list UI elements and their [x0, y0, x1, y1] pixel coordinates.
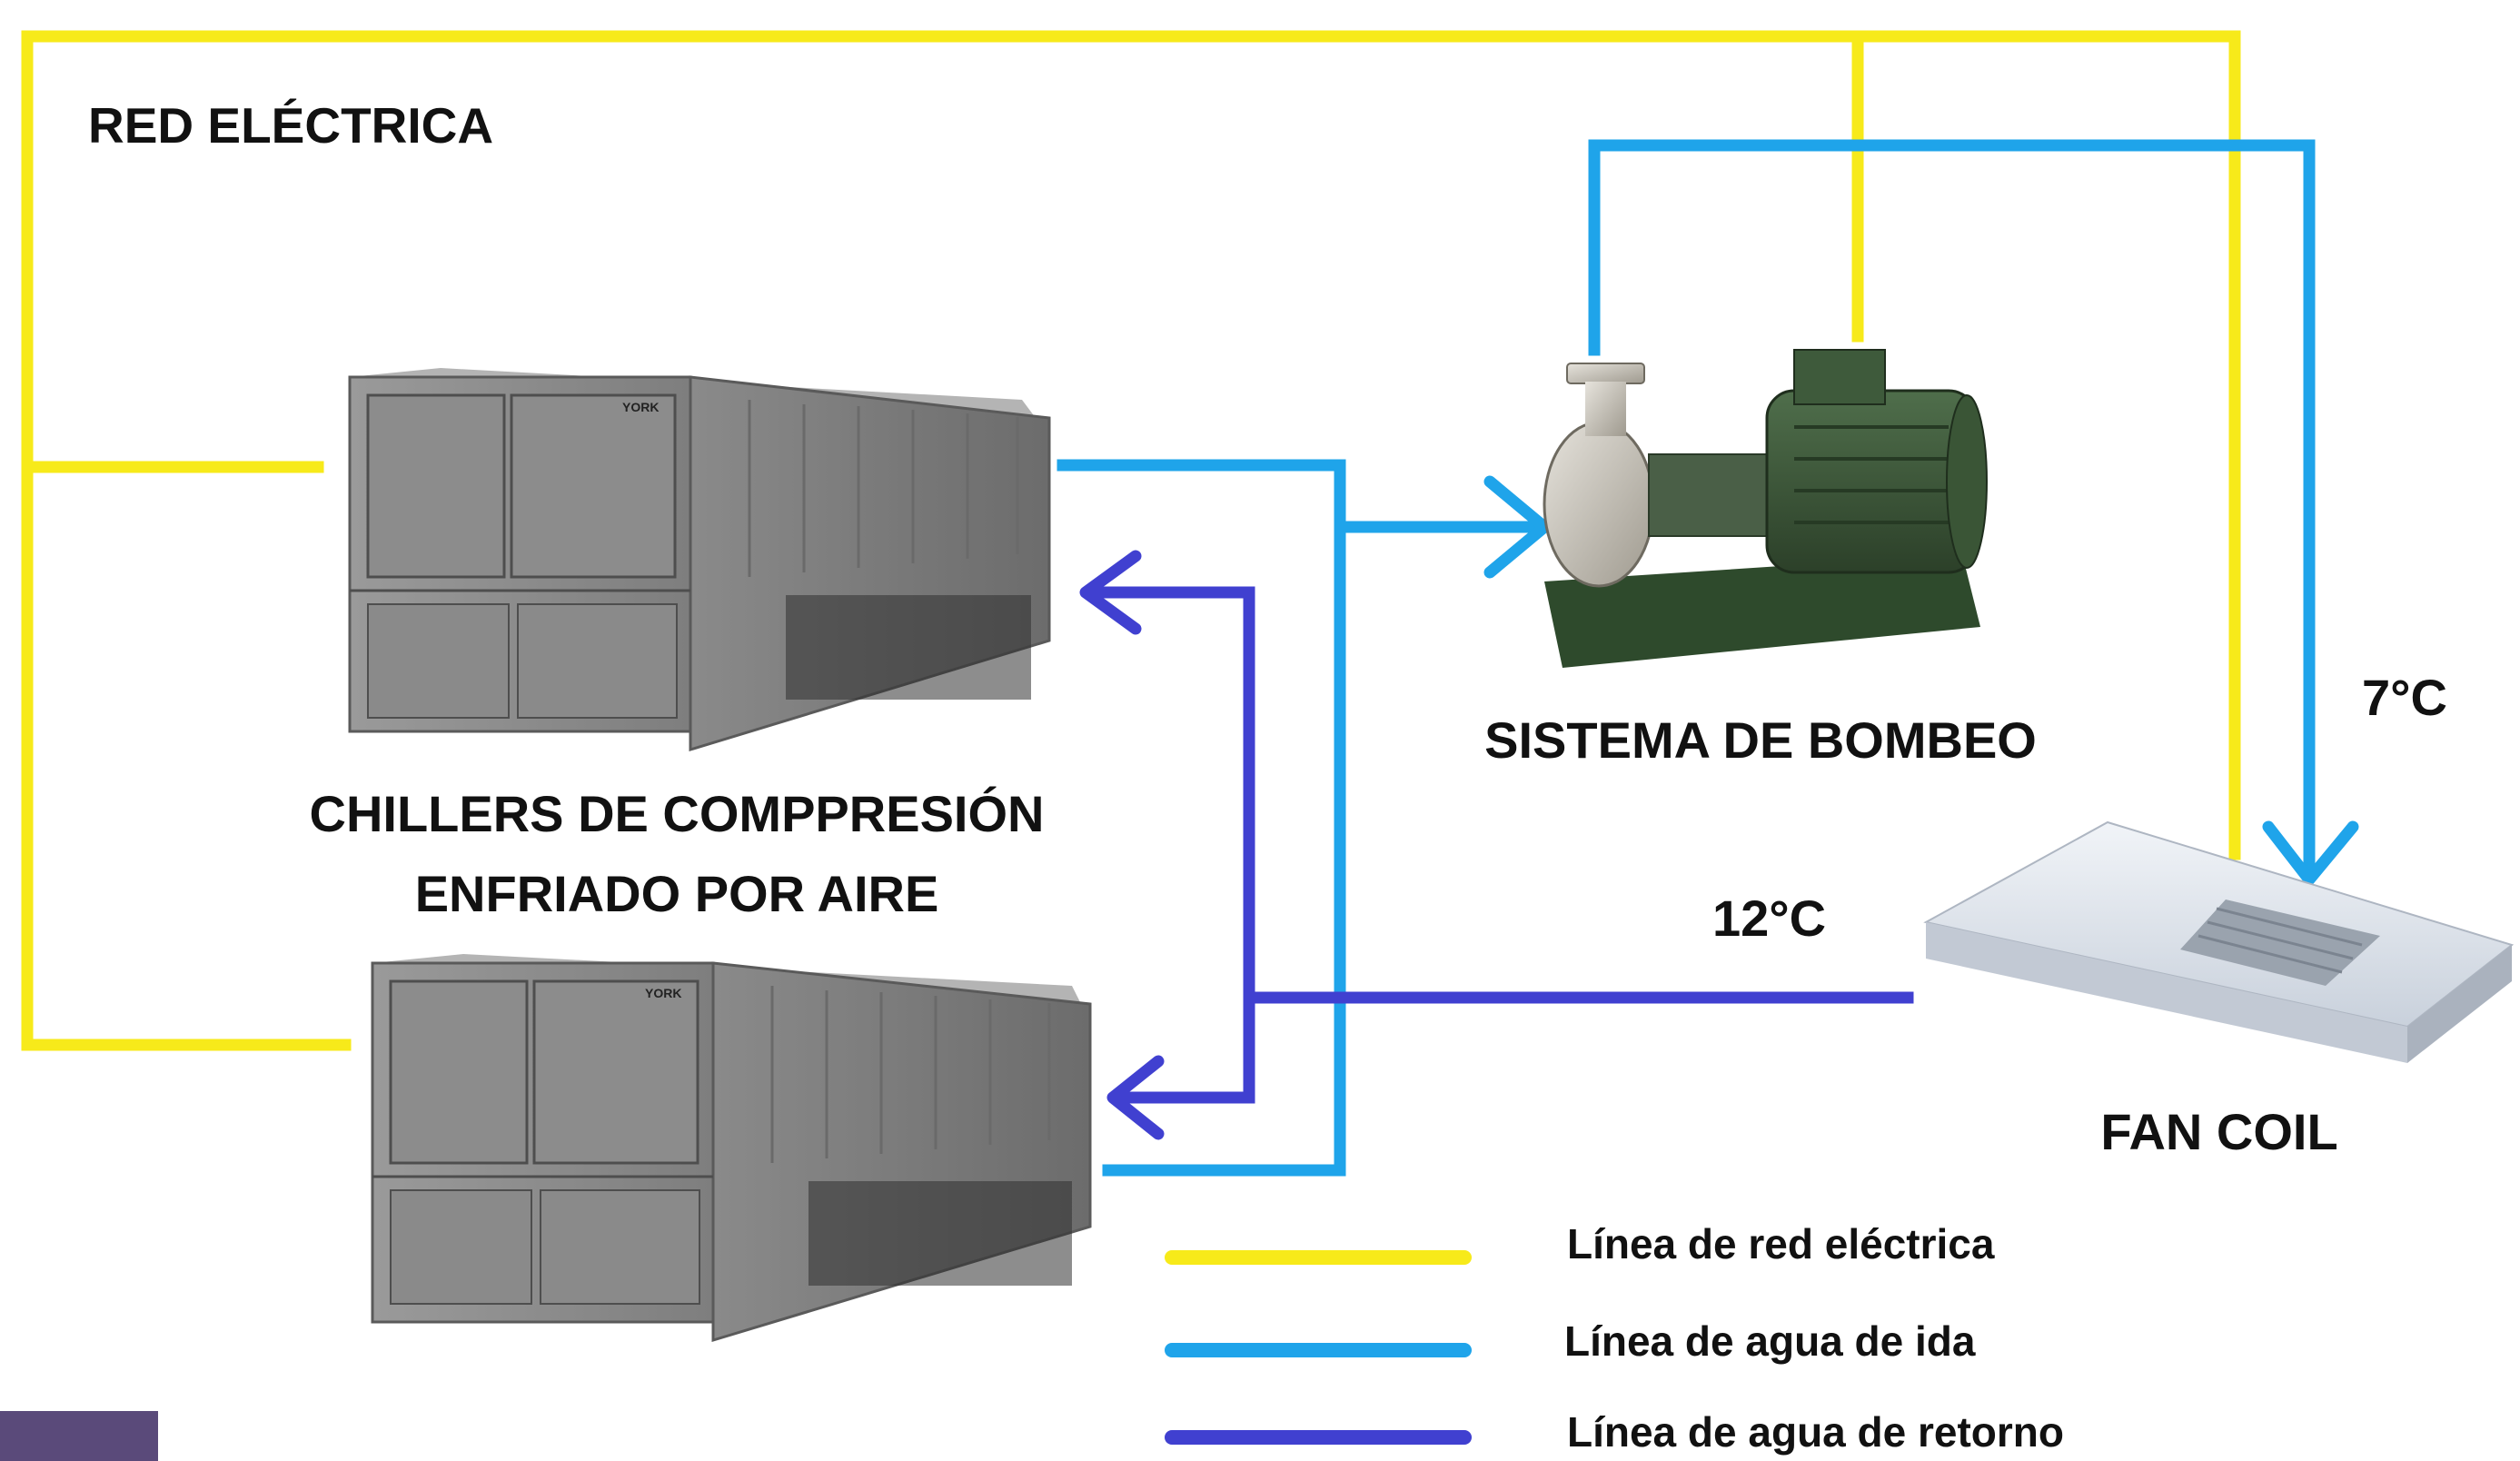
- label-chillers-line2: ENFRIADO POR AIRE: [415, 865, 939, 922]
- label-chillers-line1: CHILLERS DE COMPPRESIÓN: [310, 785, 1045, 842]
- pump-neck: [1585, 382, 1626, 436]
- pump-inlet-flange: [1566, 363, 1645, 384]
- chiller-top-brand: YORK: [622, 400, 659, 414]
- chiller-bottom-door: [389, 979, 529, 1165]
- pump-motor-terminal-box: [1793, 349, 1886, 405]
- chiller-bottom-door-2: [532, 979, 699, 1165]
- chiller-top-coil-fins: [748, 400, 1019, 577]
- supply-lines: [1057, 139, 2316, 1177]
- pump-base-plate: [1544, 554, 1980, 668]
- return-to-chiller-top: [1093, 586, 1255, 1104]
- chiller-top-lower-panel: [367, 603, 510, 719]
- fan-coil-unit: [1923, 820, 2515, 1063]
- fan-coil-grille-slats: [2198, 907, 2363, 974]
- label-sistema-bombeo: SISTEMA DE BOMBEO: [1484, 711, 2037, 769]
- legend: Línea de red eléctrica Línea de agua de …: [1165, 1220, 2064, 1456]
- pump-system: [1543, 349, 1988, 668]
- label-fan-coil: FAN COIL: [2100, 1103, 2337, 1160]
- arrow-into-fancoil: [2262, 820, 2359, 886]
- electric-lines: [21, 30, 2241, 1051]
- legend-label-supply: Línea de agua de ida: [1564, 1317, 1976, 1365]
- supply-arrowheads: [1483, 475, 2359, 886]
- pump-volute: [1543, 421, 1655, 588]
- fan-coil-side: [2407, 945, 2512, 1063]
- electric-main-loop: [21, 30, 2241, 1051]
- arrow-into-chiller-top: [1079, 550, 1142, 635]
- legend-label-electric: Línea de red eléctrica: [1567, 1220, 1995, 1267]
- fan-coil-grille: [2180, 899, 2380, 986]
- legend-label-return: Línea de agua de retorno: [1567, 1408, 2064, 1456]
- chiller-top-lower-panel-2: [517, 603, 678, 719]
- chiller-top: YORK: [348, 368, 1051, 752]
- label-temp-return: 12°C: [1712, 890, 1826, 947]
- pump-motor-endcap: [1946, 394, 1988, 569]
- return-arrowheads: [1079, 550, 1165, 1140]
- supply-pump-to-fancoil: [1588, 139, 2316, 879]
- chiller-bottom-coil-fins: [770, 986, 1051, 1163]
- pump-motor-body: [1765, 389, 1978, 574]
- chiller-bottom: YORK: [371, 954, 1092, 1343]
- chiller-top-door-2: [510, 393, 677, 579]
- return-lines: [1093, 586, 1914, 1104]
- pump-coupling: [1648, 453, 1768, 537]
- chiller-bottom-lower-panel-2: [540, 1189, 700, 1305]
- label-red-electrica: RED ELÉCTRICA: [88, 97, 493, 154]
- arrow-into-pump: [1483, 475, 1551, 579]
- supply-from-chiller-top: [1057, 459, 1346, 1177]
- chiller-bottom-base-opening: [809, 1181, 1072, 1286]
- chiller-top-door: [366, 393, 506, 579]
- arrow-into-chiller-bottom: [1106, 1055, 1165, 1140]
- corner-block: [0, 1411, 158, 1461]
- chiller-bottom-brand: YORK: [645, 986, 681, 1000]
- chiller-bottom-lower-panel: [390, 1189, 532, 1305]
- pump-motor-fins: [1794, 425, 1949, 524]
- fan-coil-front: [1926, 922, 2407, 1063]
- label-temp-supply: 7°C: [2362, 669, 2447, 726]
- chiller-top-base-opening: [786, 595, 1031, 700]
